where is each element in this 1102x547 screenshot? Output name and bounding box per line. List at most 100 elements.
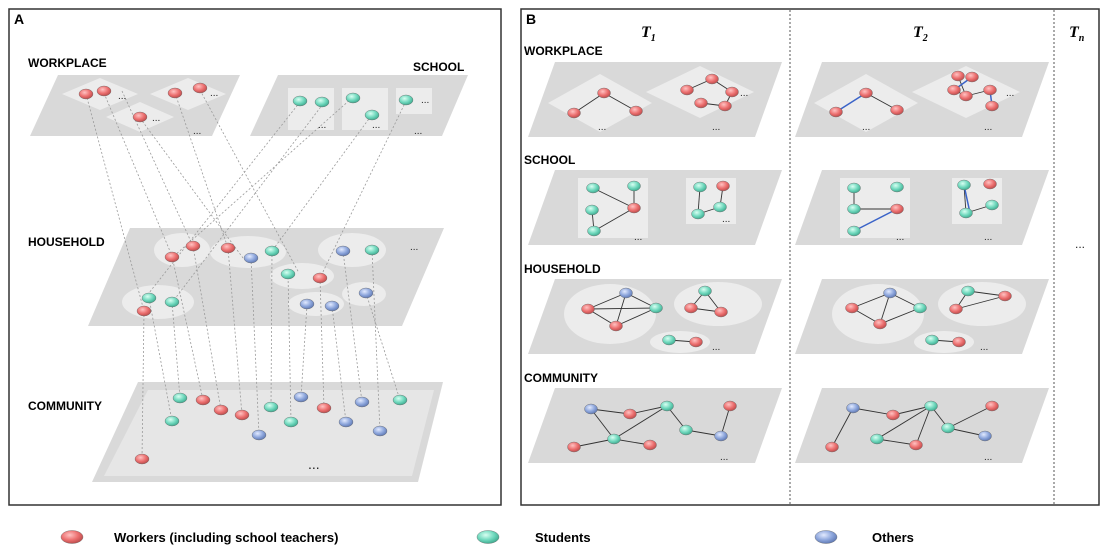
edge-line	[851, 292, 891, 309]
ellipsis-mark: ...	[712, 122, 720, 133]
other-node	[338, 416, 354, 428]
interlayer-links-lower	[141, 245, 401, 460]
student-node	[660, 400, 674, 412]
worker-node	[959, 90, 973, 102]
worker-node	[859, 87, 873, 99]
edge-line	[879, 292, 891, 325]
worker-node	[195, 394, 211, 406]
ellipsis-marks-b: ... ... ... ... ... ... ... ... ... ... …	[598, 88, 1085, 463]
edge-line	[139, 117, 244, 259]
worker-node	[597, 87, 611, 99]
edge-line	[144, 101, 301, 299]
nodes-t1	[567, 73, 739, 453]
student-node	[662, 334, 676, 346]
ellipsis-mark: ...	[1006, 88, 1014, 99]
community-label: COMMUNITY	[28, 399, 102, 413]
student-node	[847, 182, 861, 194]
student-node	[847, 225, 861, 237]
student-node	[924, 400, 938, 412]
student-legend-swatch	[476, 530, 500, 544]
worker-node	[185, 240, 201, 252]
worker-node	[220, 242, 236, 254]
household-cluster	[154, 233, 210, 267]
ellipsis-mark: ...	[1075, 237, 1085, 251]
ellipsis-mark: ...	[862, 122, 870, 133]
student-node	[870, 433, 884, 445]
edge-line	[947, 405, 993, 429]
row-label-workplace: WORKPLACE	[524, 44, 603, 58]
other-node	[846, 402, 860, 414]
workplace-label: WORKPLACE	[28, 56, 107, 70]
ellipsis-mark: ...	[318, 120, 326, 131]
edge-line	[587, 307, 657, 310]
cluster-shape	[674, 282, 762, 326]
student-node	[585, 204, 599, 216]
household-cluster	[318, 233, 386, 267]
ellipsis-mark: ...	[210, 88, 218, 99]
other-node	[324, 300, 340, 312]
worker-node	[947, 84, 961, 96]
student-node	[280, 268, 296, 280]
household-cluster	[122, 285, 194, 319]
student-node	[847, 203, 861, 215]
worker-node	[643, 439, 657, 451]
nodes-panel-a	[78, 82, 414, 465]
worker-node	[192, 82, 208, 94]
edge-line	[174, 92, 229, 249]
worker-node	[132, 111, 148, 123]
worker-node	[952, 336, 966, 348]
worker-node	[213, 404, 229, 416]
ellipsis-mark: ...	[421, 95, 429, 106]
household-label: HOUSEHOLD	[28, 235, 105, 249]
worker-node	[684, 302, 698, 314]
edge-line	[319, 100, 407, 279]
worker-node	[680, 84, 694, 96]
worker-node	[164, 251, 180, 263]
worker-node	[567, 107, 581, 119]
student-node	[587, 225, 601, 237]
ellipsis-mark: ...	[414, 126, 422, 137]
other-legend-swatch	[814, 530, 838, 544]
nodes-t2	[825, 70, 1012, 453]
ellipsis-mark: ...	[720, 452, 728, 463]
other-node	[335, 245, 351, 257]
student-node	[141, 292, 157, 304]
panel-a-label: A	[14, 11, 24, 27]
student-node	[957, 179, 971, 191]
worker-node	[689, 336, 703, 348]
worker-node	[983, 178, 997, 190]
ellipsis-mark: ...	[980, 342, 988, 353]
worker-legend-label: Workers (including school teachers)	[114, 530, 338, 545]
worker-node	[829, 106, 843, 118]
ellipsis-mark: ...	[740, 88, 748, 99]
school-plane-t2	[795, 170, 1049, 245]
worker-node	[96, 85, 112, 97]
worker-node	[985, 400, 999, 412]
edge-line	[173, 103, 324, 301]
edge-line	[287, 272, 292, 423]
other-node	[714, 430, 728, 442]
edge-line	[331, 305, 347, 423]
edge-line	[955, 295, 1006, 310]
ellipsis-mark: ...	[712, 342, 720, 353]
worker-node	[825, 441, 839, 453]
cluster-shape	[938, 282, 1026, 326]
student-node	[698, 285, 712, 297]
student-node	[913, 302, 927, 314]
ellipsis-mark: ...	[118, 91, 126, 102]
student-node	[164, 415, 180, 427]
other-node	[354, 396, 370, 408]
worker-node	[951, 70, 965, 82]
edge-line	[593, 207, 635, 232]
worker-node	[890, 104, 904, 116]
student-node	[890, 181, 904, 193]
panel-b-frame	[520, 8, 1100, 506]
edge-line	[103, 92, 173, 257]
worker-node	[136, 305, 152, 317]
edge-line	[250, 257, 260, 436]
ellipsis-mark: ...	[372, 120, 380, 131]
ellipsis-mark: ...	[308, 456, 320, 472]
edge-line	[171, 301, 181, 399]
ellipsis-mark: ...	[984, 122, 992, 133]
